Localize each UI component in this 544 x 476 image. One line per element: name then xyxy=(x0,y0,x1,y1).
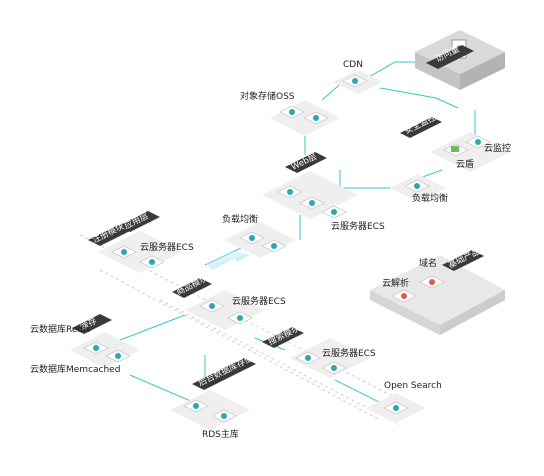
basic-products-label: 基础产品 xyxy=(446,246,481,271)
rds-label: RDS主库 xyxy=(202,428,239,440)
ecs-web-label: 云服务器ECS xyxy=(331,220,385,232)
backend-storage-tag xyxy=(192,358,256,390)
security-layer-label: 安全监控 xyxy=(402,112,438,137)
dns-icon xyxy=(401,293,407,299)
opensearch-node: Open Search xyxy=(366,381,442,423)
monitor-icon xyxy=(475,139,481,145)
ecs-app2-label: 云服务器ECS xyxy=(232,295,286,307)
search-module-tag xyxy=(262,327,304,348)
cdn-icon xyxy=(352,78,358,84)
slb-top-node: 负载均衡 xyxy=(390,174,448,204)
slb-top-label: 负载均衡 xyxy=(412,192,448,204)
cdn-node: CDN xyxy=(333,60,383,94)
ecs-search-label: 云服务器ECS xyxy=(322,347,376,359)
yundun-label: 云盾 xyxy=(456,159,474,170)
web-layer-label: Web层 xyxy=(290,152,319,173)
connector-lines xyxy=(119,61,476,406)
cache-tag xyxy=(72,314,112,334)
slb-top-icon xyxy=(414,183,420,189)
web-layer-node: Web层 云服务器ECS xyxy=(262,152,385,232)
domain-icon xyxy=(429,279,435,285)
app-layer-node: 应用层 注册模块 云服务器ECS xyxy=(88,211,194,273)
slb-mid-label: 负载均衡 xyxy=(222,213,258,225)
search-module-label: 搜索模块 xyxy=(266,323,302,348)
basic-products-tag xyxy=(442,250,484,271)
app-layer-tag xyxy=(118,211,160,232)
domain-label: 域名 xyxy=(419,257,437,269)
oss-icon-1 xyxy=(289,109,295,115)
goods-module-tag xyxy=(172,278,212,298)
slb-mid-node: 负载均衡 xyxy=(222,213,295,258)
oss-icon-2 xyxy=(313,115,319,121)
shield-icon xyxy=(451,146,459,152)
visitor-block: 访问量 xyxy=(415,30,505,90)
ecs-app-label: 云服务器ECS xyxy=(140,241,194,253)
register-module-tag xyxy=(88,225,130,246)
goods-module-node: 商品模块 云服务器ECS xyxy=(172,273,286,330)
web-layer-tag xyxy=(285,152,327,173)
yunjiankong-label: 云监控 xyxy=(484,142,511,154)
basic-products-node: 基础产品 域名 云解析 xyxy=(370,246,505,335)
search-module-node: 搜索模块 云服务器ECS xyxy=(262,323,376,378)
security-tag xyxy=(400,117,442,138)
redis-label: 云数据库Redis xyxy=(30,323,91,335)
oss-node: 对象存储OSS xyxy=(240,90,340,136)
cache-node: 缓存 云数据库Redis 云数据库Memcached xyxy=(30,314,140,375)
memcached-label: 云数据库Memcached xyxy=(30,363,120,375)
oss-label: 对象存储OSS xyxy=(240,90,295,102)
dns-label: 云解析 xyxy=(382,277,409,289)
backend-storage-node: 后台数据库存储 RDS主库 xyxy=(170,353,256,440)
security-node: 安全监控 云盾 云监控 xyxy=(400,112,511,172)
flow-arrow xyxy=(206,250,250,270)
cdn-label: CDN xyxy=(343,60,363,70)
opensearch-icon xyxy=(393,405,399,411)
opensearch-label: Open Search xyxy=(384,381,442,391)
goods-module-label: 商品模块 xyxy=(174,273,210,298)
visitor-tag xyxy=(426,45,474,69)
